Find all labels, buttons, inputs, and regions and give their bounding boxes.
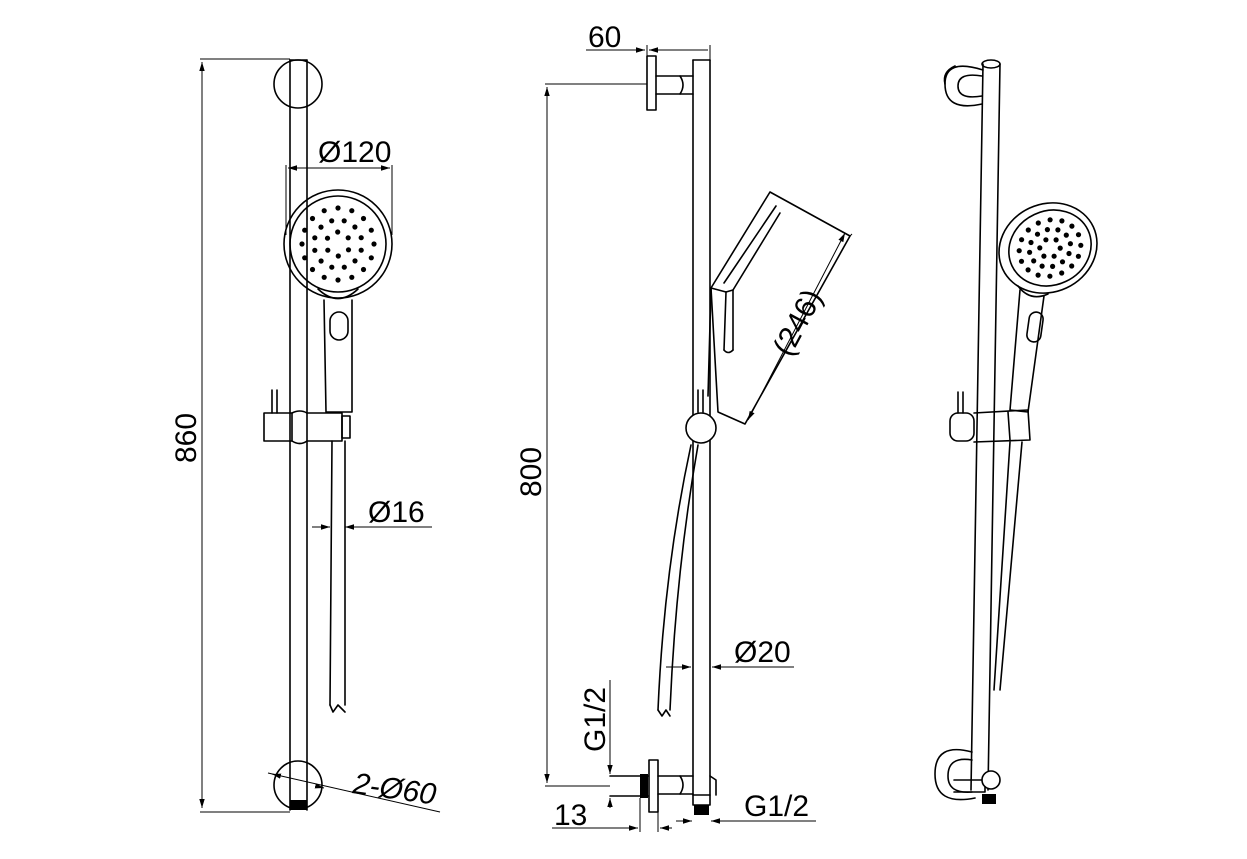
dim-13-label: 13 (554, 799, 587, 832)
nozzle-dot (321, 208, 327, 214)
nozzle-dot (341, 264, 347, 270)
dim-head-length-label: (246) (767, 284, 829, 361)
side-shower-head (707, 191, 851, 425)
nozzle-dot (1051, 253, 1057, 259)
nozzle-dot (1063, 232, 1069, 238)
side-slider-knob (685, 412, 717, 444)
nozzle-dot (1039, 263, 1045, 269)
nozzle-dot (345, 247, 352, 253)
nozzle-dot (1075, 253, 1081, 259)
nozzle-dot (1016, 248, 1022, 254)
nozzle-dot (1050, 263, 1056, 269)
nozzle-dot (1057, 245, 1063, 251)
nozzle-dot (1025, 267, 1031, 273)
nozzle-dot (352, 224, 358, 230)
nozzle-dot (1067, 241, 1073, 247)
dim-thread-left-label: G1/2 (579, 687, 612, 752)
persp-rail-right (987, 63, 1001, 791)
front-hose-left (329, 440, 333, 706)
nozzle-dot (1075, 232, 1082, 238)
nozzle-dot (1034, 231, 1041, 237)
dim-860-label: 860 (170, 413, 203, 463)
front-shower-head (283, 189, 393, 413)
nozzle-dot (1066, 250, 1072, 257)
nozzle-dot (371, 241, 377, 247)
dim-thread-right-label: G1/2 (744, 790, 809, 823)
nozzle-dot (302, 255, 308, 261)
nozzle-dot (325, 247, 331, 253)
nozzle-dot (358, 247, 364, 253)
nozzle-dot (321, 274, 327, 280)
nozzle-dot (1028, 239, 1034, 246)
dim-rail-diameter-label: Ø20 (734, 636, 791, 669)
nozzle-dot (1037, 245, 1043, 251)
dim-head-diameter-label: Ø120 (318, 136, 391, 169)
front-top-bracket (273, 59, 323, 109)
front-bottom-outlet (290, 800, 307, 810)
side-hose-outer (657, 444, 692, 711)
nozzle-dot (302, 227, 308, 233)
nozzle-dot (1055, 227, 1061, 233)
nozzle-dot (329, 264, 335, 270)
nozzle-dot (352, 258, 358, 264)
nozzle-dot (335, 205, 341, 211)
nozzle-dot (1047, 217, 1053, 223)
nozzle-dot (1035, 272, 1041, 278)
nozzle-dot (309, 215, 316, 222)
nozzle-dot (1069, 263, 1075, 269)
nozzle-dot (1043, 237, 1049, 243)
nozzle-dot (345, 235, 351, 241)
nozzle-dot (1059, 270, 1065, 276)
nozzle-dot (368, 227, 374, 233)
side-top-wall-plate (646, 55, 657, 111)
dim-800-label: 800 (515, 447, 548, 497)
nozzle-dot (1019, 237, 1025, 243)
nozzle-dot (1035, 220, 1041, 226)
dim-bracket-diameter-label: 2-Ø60 (350, 767, 438, 811)
nozzle-dot (360, 266, 367, 273)
nozzle-dot (335, 229, 341, 235)
nozzle-dot (329, 218, 335, 224)
persp-rail-left (970, 63, 984, 791)
nozzle-dot (1059, 259, 1066, 265)
nozzle-dot (1069, 223, 1075, 229)
nozzle-dot (299, 241, 305, 247)
nozzle-dot (1047, 273, 1053, 279)
nozzle-dot (341, 218, 347, 224)
persp-shower-head (998, 202, 1098, 413)
front-view: 860 Ø120 Ø16 2-Ø60 (170, 58, 441, 813)
nozzle-dot (1078, 242, 1084, 248)
dim-60-label: 60 (588, 21, 621, 54)
nozzle-dot (1031, 258, 1037, 264)
nozzle-dot (309, 266, 316, 273)
nozzle-dot (349, 274, 355, 280)
nozzle-dot (318, 258, 324, 264)
nozzle-dot (1059, 218, 1065, 224)
nozzle-dot (324, 235, 331, 241)
nozzle-dot (335, 253, 341, 259)
nozzle-dot (360, 215, 367, 222)
nozzle-dot (318, 224, 324, 230)
perspective-view (934, 59, 1098, 804)
nozzle-dot (1053, 237, 1059, 243)
nozzle-dot (1041, 253, 1047, 259)
nozzle-dot (1044, 227, 1050, 233)
nozzle-dot (358, 235, 364, 241)
nozzle-dot (335, 277, 341, 283)
nozzle-dot (312, 235, 318, 241)
front-slider (263, 389, 351, 445)
nozzle-dot (1027, 249, 1033, 255)
dim-hose-diameter-label: Ø16 (368, 496, 425, 529)
nozzle-dot (1018, 258, 1025, 264)
nozzle-dot (349, 208, 355, 214)
nozzle-dot (368, 255, 374, 261)
nozzle-dot (312, 247, 318, 253)
nozzle-dot (1025, 227, 1031, 233)
side-view: 60 800 (246) Ø20 G1/2 13 G1/2 (515, 21, 853, 832)
